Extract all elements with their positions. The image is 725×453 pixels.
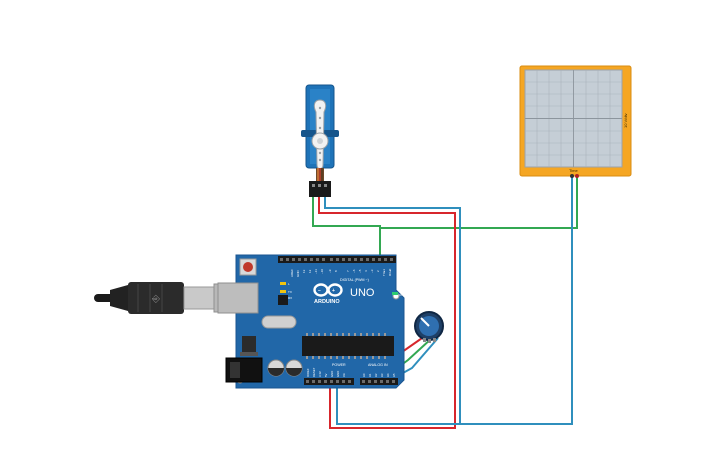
oscilloscope-time-label: Time [569, 168, 579, 173]
label-vin: Vin [342, 373, 346, 377]
label-gnd-1: GND [330, 371, 334, 377]
usb-interface-chip [278, 295, 288, 305]
label-pin-0: RX◂0 [388, 268, 392, 276]
label-pin-8: 8 [334, 270, 338, 272]
label-pin-12: 12 [308, 269, 312, 273]
digital-header-label: DIGITAL (PWM ~) [340, 278, 369, 282]
label-a0: A0 [362, 373, 366, 377]
label-pin-1: TX▸1 [382, 269, 386, 276]
usb-symbol-icon: ⎆ [152, 294, 160, 305]
digital-header[interactable] [278, 256, 396, 263]
voltage-regulator [242, 336, 256, 352]
reset-button[interactable] [239, 258, 257, 276]
label-a1: A1 [368, 373, 372, 377]
label-pin-10: ~10 [320, 269, 324, 274]
label-pin-2: 2 [376, 270, 380, 272]
oscilloscope[interactable]: 10 V/div Time [519, 65, 632, 178]
led-label-on: ON [399, 293, 404, 297]
label-gnd-top: GND [296, 270, 300, 278]
analog-header-label: ANALOG IN [368, 363, 388, 367]
potentiometer[interactable] [414, 311, 444, 343]
board-model-label: UNO [350, 287, 375, 299]
wire-green-servo-signal[interactable] [312, 196, 381, 260]
led-label-rx: RX [288, 296, 292, 300]
capacitors [267, 359, 303, 377]
label-aref: AREF [290, 269, 294, 277]
label-gnd-2: GND [336, 371, 340, 377]
label-a4: A4 [386, 373, 390, 377]
oscilloscope-terminal-negative[interactable] [570, 174, 574, 178]
label-pin-3: ~3 [370, 269, 374, 273]
label-pin-6: ~6 [352, 269, 356, 273]
label-3v3: 3.3V [318, 371, 322, 377]
arduino-wordmark: ARDUINO [314, 299, 340, 305]
arduino-uno-board[interactable]: AREF GND 13 12 ~11 ~10 ~9 8 7 ~6 ~5 4 ~3… [217, 254, 405, 389]
potentiometer-knob-indicator[interactable] [420, 317, 430, 327]
label-pin-13: 13 [302, 269, 306, 273]
label-pin-7: 7 [346, 270, 350, 272]
svg-text:+: + [332, 288, 335, 294]
wire-red-servo-power[interactable] [318, 196, 456, 429]
servo-motor[interactable] [301, 84, 339, 197]
led-label-tx: TX [288, 290, 292, 294]
label-pin-5: ~5 [358, 269, 362, 273]
crystal-oscillator [261, 315, 297, 329]
label-a3: A3 [380, 373, 384, 377]
arduino-logo-icon [313, 283, 343, 297]
svg-text:−: − [318, 288, 321, 294]
label-ioref: IOREF [306, 368, 310, 377]
power-header-label: POWER [332, 363, 346, 367]
label-pin-9: ~9 [328, 269, 332, 273]
label-reset: RESET [312, 367, 316, 377]
led-label-l: L [288, 282, 290, 286]
label-5v: 5V [324, 373, 328, 377]
oscilloscope-terminal-positive[interactable] [575, 174, 579, 178]
label-a2: A2 [374, 373, 378, 377]
oscilloscope-volts-label: 10 V/div [623, 114, 628, 128]
label-a5: A5 [392, 373, 396, 377]
wire-blue-oscilloscope-ground[interactable] [460, 175, 573, 425]
wire-blue-servo-ground[interactable] [324, 196, 461, 425]
wire-green-oscilloscope[interactable] [380, 175, 578, 229]
label-pin-11: ~11 [314, 269, 318, 274]
analog-header[interactable] [360, 378, 398, 385]
power-header[interactable] [304, 378, 354, 385]
label-pin-4: 4 [364, 270, 368, 272]
atmega-chip [302, 333, 394, 359]
